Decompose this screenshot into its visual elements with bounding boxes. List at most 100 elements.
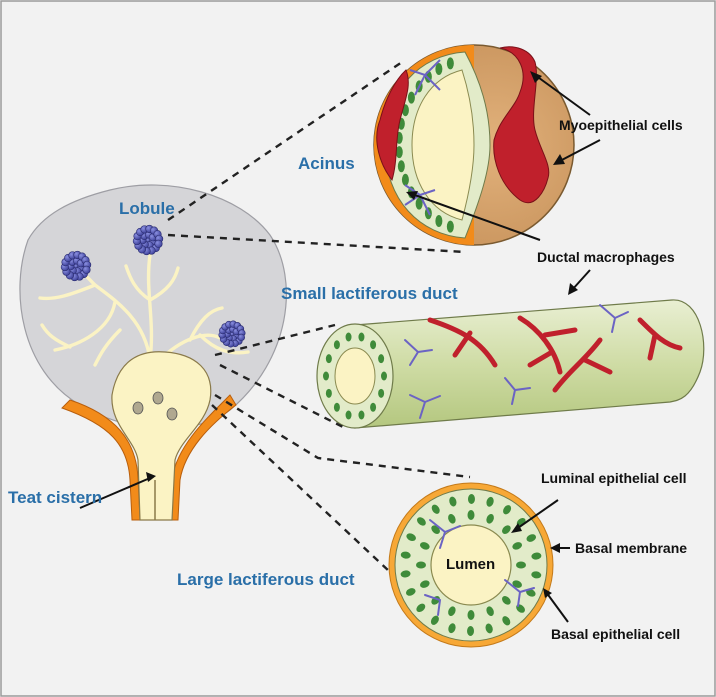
label-basal-epithelial: Basal epithelial cell (551, 626, 681, 642)
nucleus (400, 551, 411, 559)
label-luminal: Luminal epithelial cell (541, 470, 687, 486)
nucleus (419, 542, 430, 550)
nucleus (512, 542, 523, 550)
nucleus (446, 220, 454, 233)
nucleus (448, 513, 456, 524)
nucleus (526, 534, 537, 542)
nucleus (516, 561, 526, 569)
nucleus (323, 371, 329, 381)
small-duct-myoepithelial (427, 315, 683, 393)
nucleus (345, 332, 352, 342)
nucleus (378, 388, 385, 398)
nucleus (401, 173, 409, 186)
nucleus (395, 146, 403, 159)
teat-cistern-body (111, 351, 212, 521)
label-macrophages: Ductal macrophages (537, 249, 675, 265)
label-teat-cistern: Teat cistern (8, 488, 103, 507)
connector-small-bottom (219, 363, 346, 430)
nucleus (512, 580, 523, 588)
label-basal-membrane: Basal membrane (575, 540, 688, 556)
nucleus (467, 610, 475, 620)
acinus-lumen (411, 69, 475, 221)
nucleus (449, 496, 457, 507)
nucleus (448, 606, 456, 617)
nucleus (503, 505, 512, 515)
lobule-cluster (218, 320, 246, 348)
label-myoepithelial: Myoepithelial cells (559, 117, 683, 133)
label-lobule: Lobule (119, 199, 175, 218)
cistern-node (132, 401, 144, 415)
connector-acinus-bottom (167, 233, 466, 254)
nucleus (431, 504, 440, 514)
label-acinus: Acinus (298, 154, 355, 173)
nucleus (502, 525, 511, 534)
nucleus (526, 589, 536, 597)
connector-lines (167, 59, 471, 573)
nucleus (485, 623, 493, 634)
nucleus (406, 533, 416, 541)
alveolus (154, 239, 163, 248)
nucleus (435, 63, 443, 76)
cistern-node (166, 407, 178, 421)
large-duct-lumen (430, 524, 512, 606)
arrow-luminal (514, 499, 559, 531)
nucleus (370, 402, 377, 412)
nucleus (486, 496, 494, 507)
connector-large-top (214, 393, 471, 479)
nucleus (358, 410, 365, 420)
nucleus (417, 517, 426, 526)
nucleus (378, 354, 385, 364)
acinus (373, 44, 575, 246)
nucleus (358, 332, 365, 342)
arrow-myo-2 (557, 139, 601, 163)
nucleus (400, 570, 411, 578)
large-duct-macrophages (424, 519, 535, 616)
nucleus (416, 561, 426, 569)
nucleus (430, 615, 439, 625)
mammary-gland (19, 184, 287, 521)
connector-acinus-top (167, 59, 406, 221)
nucleus (486, 513, 494, 524)
nucleus (325, 388, 332, 398)
nucleus (502, 616, 511, 626)
nucleus (435, 214, 443, 227)
large-duct (388, 482, 554, 648)
nucleus (486, 606, 494, 617)
arrow-basal-epithelial (545, 591, 569, 623)
nucleus (531, 552, 542, 560)
nucleus (333, 402, 340, 412)
nucleus (333, 340, 340, 350)
connector-large-bottom (211, 404, 391, 573)
large-duct-nuclei (400, 494, 542, 636)
nucleus (467, 510, 475, 520)
small-duct (316, 299, 705, 429)
lobule-cluster (60, 250, 92, 282)
alveolus (237, 333, 245, 342)
small-duct-macrophages (404, 304, 629, 419)
nucleus (325, 354, 332, 364)
small-duct-lumen (334, 347, 376, 405)
nucleus (381, 371, 387, 381)
lobule-cluster (132, 224, 164, 256)
small-duct-nuclei (323, 332, 387, 420)
nucleus (502, 596, 511, 605)
arrow-teat (79, 477, 151, 509)
nucleus (467, 494, 475, 505)
label-large-duct: Large lactiferous duct (177, 570, 355, 589)
nucleus (531, 571, 542, 579)
alveolus (82, 265, 91, 274)
arrow-heads (146, 71, 578, 598)
acinus-myoepithelial-cells (376, 46, 550, 203)
nucleus (419, 580, 430, 588)
nucleus (407, 91, 415, 104)
nucleus (370, 340, 377, 350)
arrow-macrophage-2 (571, 269, 591, 291)
nucleus (416, 603, 426, 613)
nucleus (397, 160, 405, 173)
nucleus (415, 197, 423, 210)
nucleus (345, 410, 352, 420)
arrow-macrophage-1 (411, 193, 541, 241)
nucleus (446, 57, 454, 70)
